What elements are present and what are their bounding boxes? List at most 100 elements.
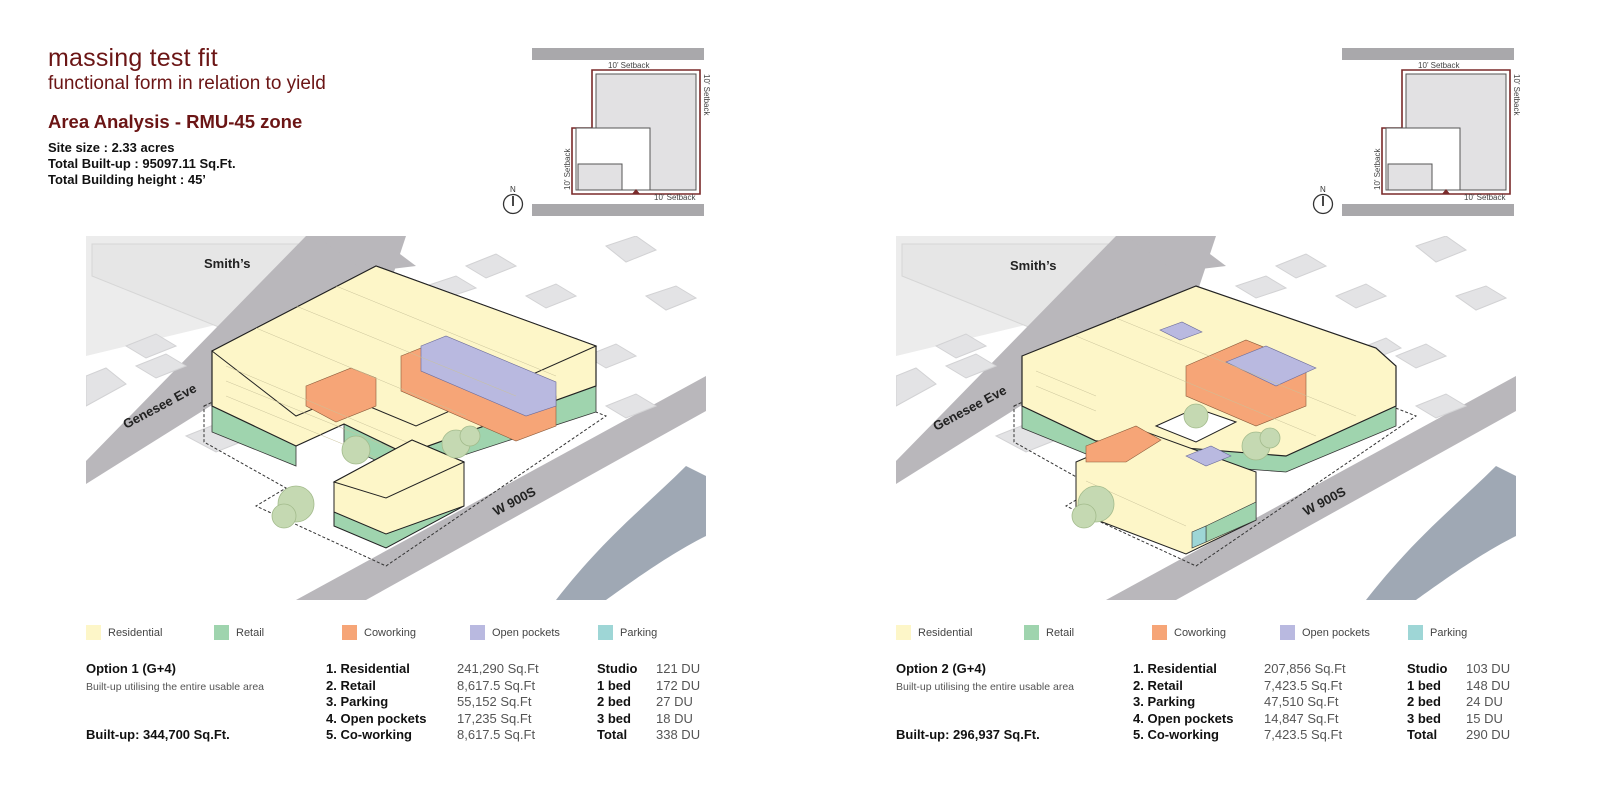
total-builtup: Total Built-up : 95097.11 Sq.Ft. (48, 156, 236, 171)
sub-block (1387, 163, 1433, 191)
north-arrow-icon: N (1312, 185, 1334, 215)
swatch-residential (896, 625, 911, 640)
site-plan-option-1: 10’ Setback 10’ Setback 10’ Setback 10’ … (502, 48, 710, 216)
swatch-retail (214, 625, 229, 640)
path-line (544, 460, 678, 600)
option-1-builtup: Built-up: 344,700 Sq.Ft. (86, 727, 230, 742)
legend-item-coworking: Coworking (342, 625, 416, 640)
option-2-description: Built-up utilising the entire usable are… (896, 681, 1075, 693)
open-pockets-zone (420, 335, 557, 417)
swatch-open-pockets (1280, 625, 1295, 640)
legend-item-retail: Retail (214, 625, 264, 640)
legend-item-parking: Parking (1408, 625, 1467, 640)
swatch-coworking (1152, 625, 1167, 640)
legend-item-open-pockets: Open pockets (470, 625, 560, 640)
landmark-label: Smith’s (1010, 258, 1056, 273)
legend-item-residential: Residential (896, 625, 972, 640)
main-road (1106, 376, 1516, 600)
legend-item-coworking: Coworking (1152, 625, 1226, 640)
option-2-builtup: Built-up: 296,937 Sq.Ft. (896, 727, 1040, 742)
setback-label-north: 10’ Setback (608, 61, 651, 70)
svg-text:N: N (1320, 185, 1326, 194)
setback-label-south: 10’ Setback (1464, 193, 1507, 202)
page-subtitle: functional form in relation to yield (48, 73, 326, 94)
side-road (316, 236, 416, 272)
legend-option-2: Residential Retail Coworking Open pocket… (896, 625, 1516, 643)
sub-block (577, 163, 623, 191)
setback-label-west: 10’ Setback (563, 147, 572, 190)
swatch-retail (1024, 625, 1039, 640)
landmark-label: Smith’s (204, 256, 250, 271)
entry-marker (1442, 189, 1450, 194)
road-south (1342, 204, 1514, 216)
road-north (1342, 48, 1514, 60)
open-pockets-zone-a (1225, 345, 1317, 387)
north-arrow-icon: N (502, 185, 524, 215)
swatch-residential (86, 625, 101, 640)
water-channel (1366, 466, 1516, 600)
massing-view-option-2: Smith’s Genesee Eve W 900S (896, 236, 1516, 600)
zone-heading: Area Analysis - RMU-45 zone (48, 111, 303, 132)
legend-item-residential: Residential (86, 625, 162, 640)
option-1-description: Built-up utilising the entire usable are… (86, 681, 265, 693)
road-south (532, 204, 704, 216)
legend-item-retail: Retail (1024, 625, 1074, 640)
open-pockets-zone-c (1185, 445, 1232, 467)
parking-zone (1191, 525, 1207, 549)
setback-label-south: 10’ Setback (654, 193, 697, 202)
legend-option-1: Residential Retail Coworking Open pocket… (86, 625, 706, 643)
floor-grid (225, 285, 557, 471)
trees (271, 425, 481, 529)
legend-item-parking: Parking (598, 625, 657, 640)
massing-view-option-1: Smith’s Genesee Eve W 900S (86, 236, 706, 600)
legend-item-open-pockets: Open pockets (1280, 625, 1370, 640)
setback-label-north: 10’ Setback (1418, 61, 1461, 70)
water-channel (556, 466, 706, 600)
setback-label-east: 10’ Setback (1512, 74, 1520, 117)
option-1-title: Option 1 (G+4) (86, 661, 176, 676)
swatch-open-pockets (470, 625, 485, 640)
setback-label-east: 10’ Setback (702, 74, 710, 117)
site-size: Site size : 2.33 acres (48, 140, 175, 155)
site-plan-option-2: 10’ Setback 10’ Setback 10’ Setback 10’ … (1312, 48, 1520, 216)
main-road (296, 376, 706, 600)
swatch-parking (598, 625, 613, 640)
coworking-zone-b (1085, 425, 1162, 463)
page-title: massing test fit (48, 44, 218, 72)
residential-roof-small (332, 439, 466, 499)
swatch-parking (1408, 625, 1423, 640)
road-north (532, 48, 704, 60)
path-line (1354, 460, 1488, 600)
trees (1071, 403, 1281, 529)
side-road (1126, 236, 1226, 272)
option-2-title: Option 2 (G+4) (896, 661, 986, 676)
setback-label-west: 10’ Setback (1373, 147, 1382, 190)
entry-marker (632, 189, 640, 194)
svg-text:N: N (510, 185, 516, 194)
open-pockets-zone-b (1159, 321, 1203, 341)
total-height: Total Building height : 45’ (48, 172, 206, 187)
